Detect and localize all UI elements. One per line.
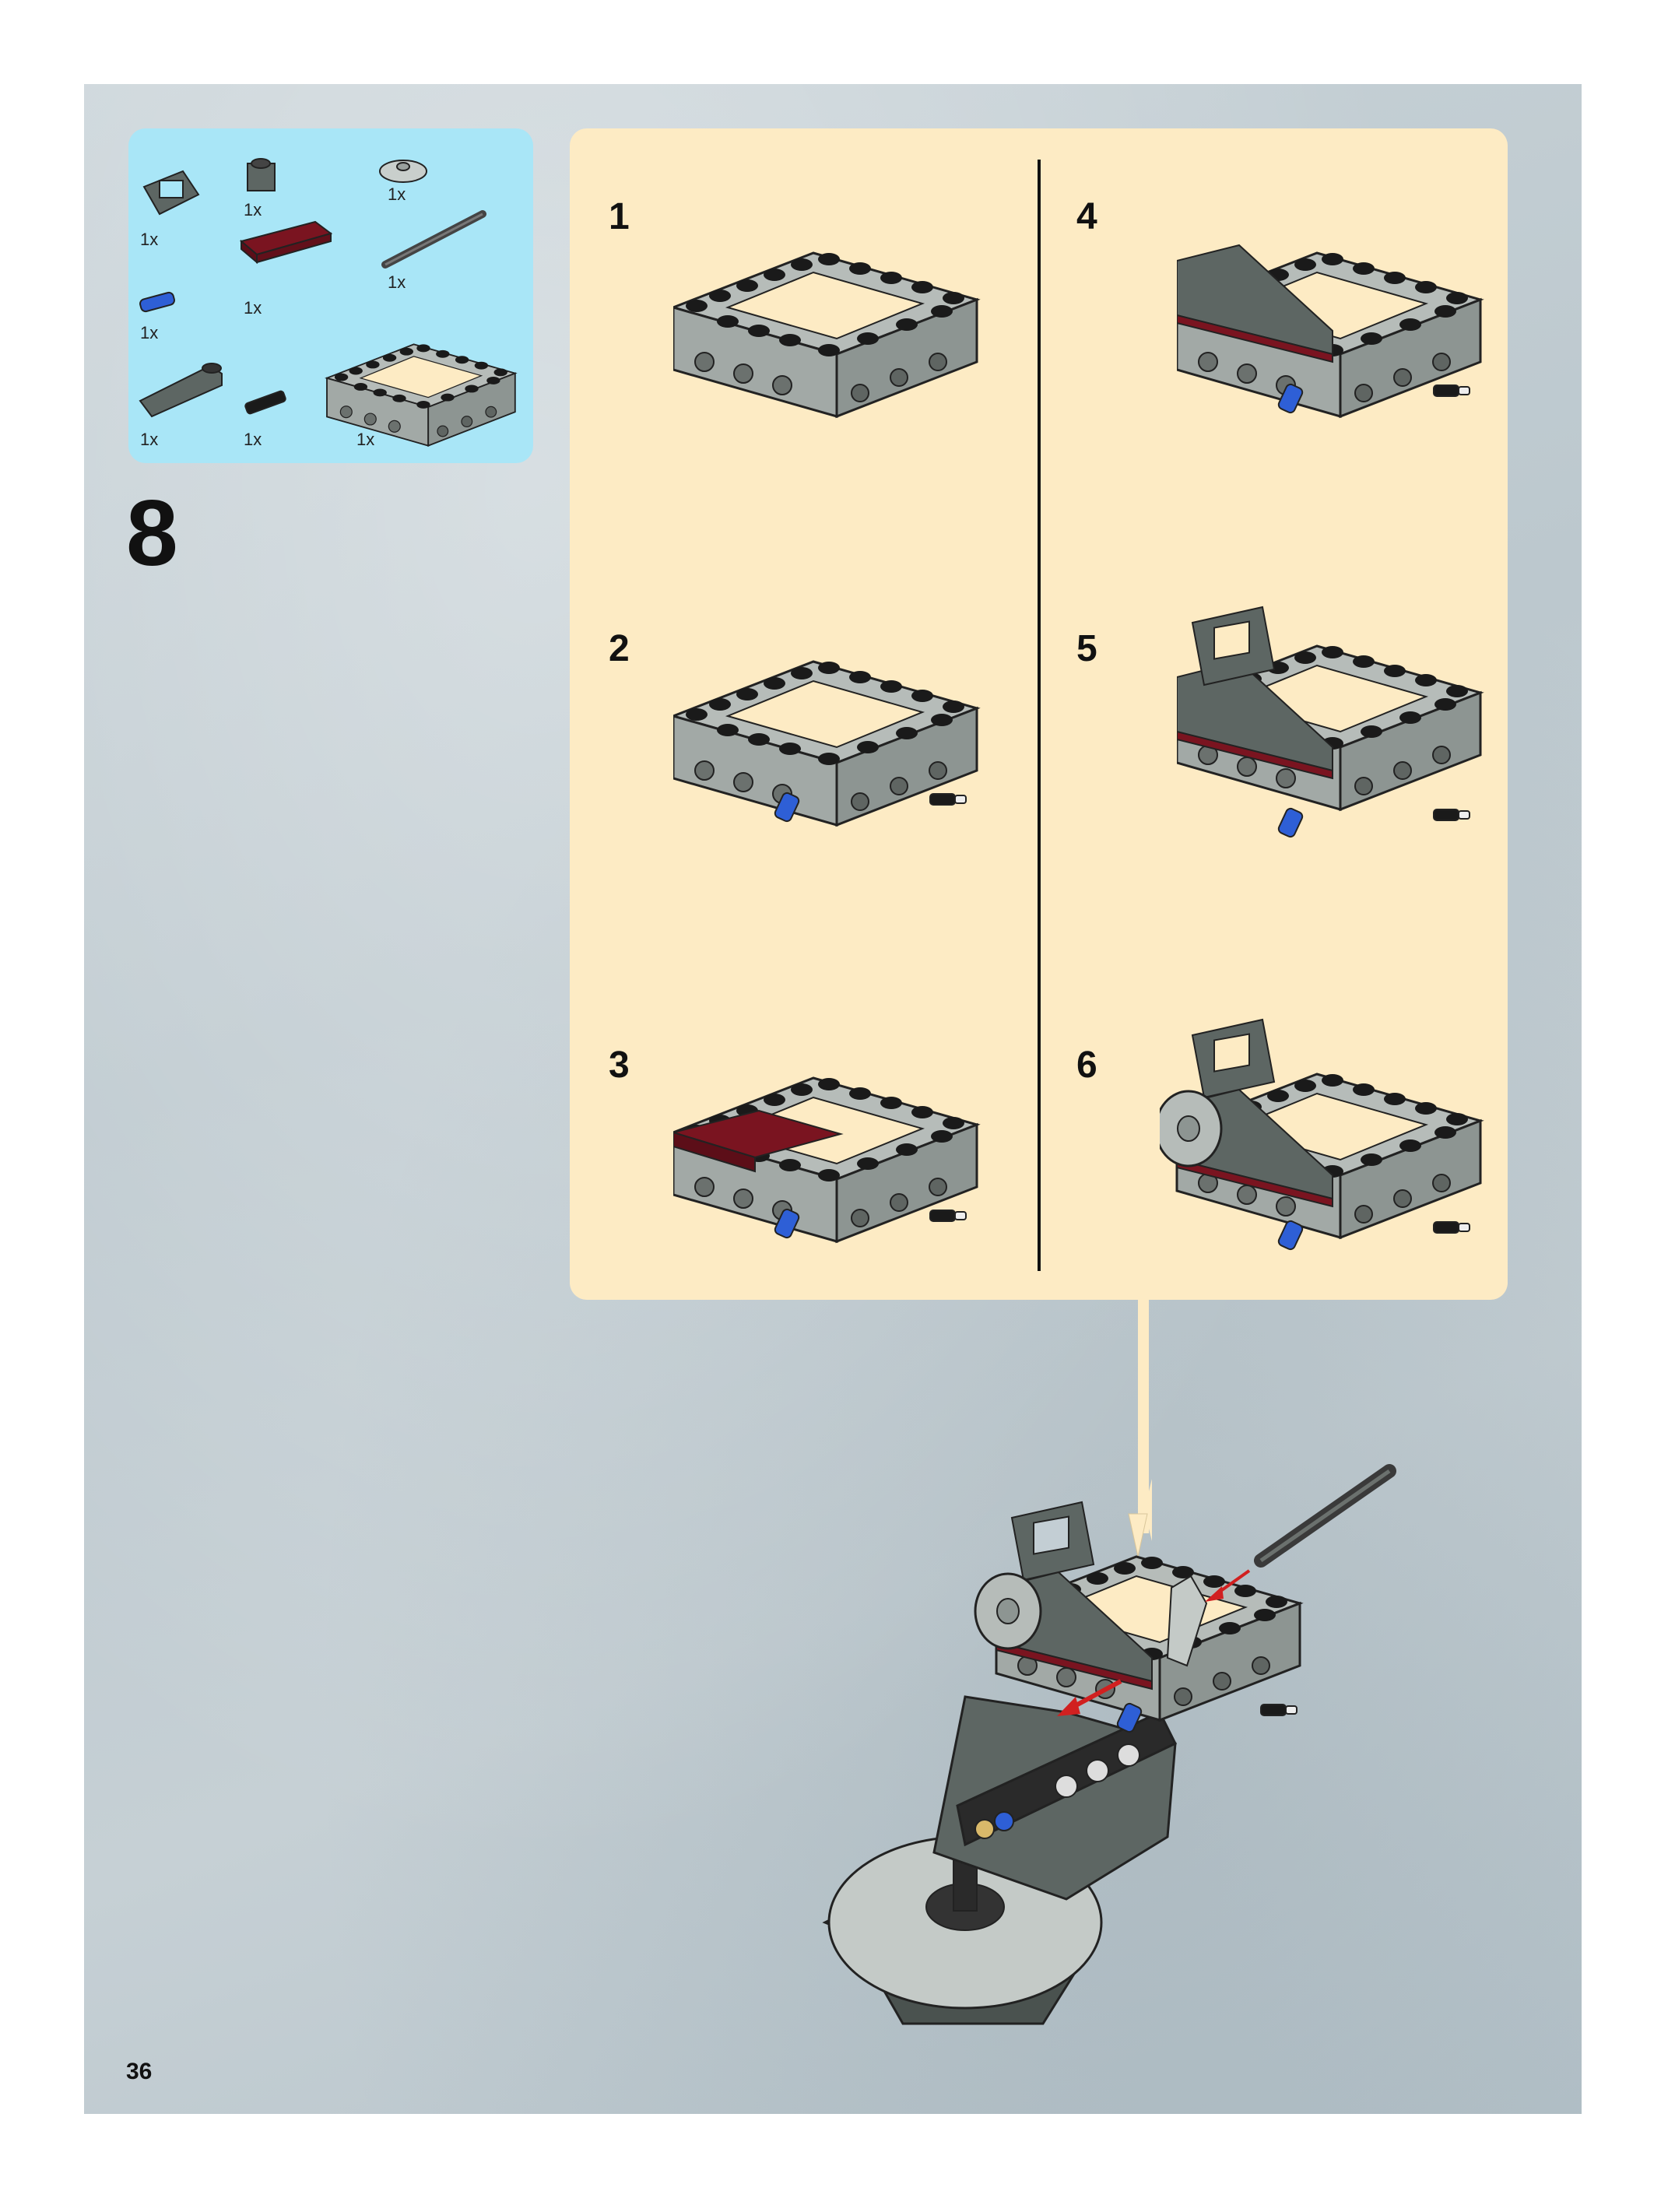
blue-pin (1276, 1218, 1305, 1252)
substep-3-illustration (673, 1076, 978, 1243)
substeps-divider (1038, 160, 1041, 1271)
part-qty-pin-blue: 1x (140, 323, 159, 342)
part-axle-bar (381, 210, 486, 269)
substep-label-2: 2 (609, 628, 630, 669)
part-pin-black (244, 390, 286, 415)
part-dish-round (379, 160, 427, 183)
black-pin (1433, 1221, 1470, 1234)
step-number: 8 (126, 481, 178, 585)
part-qty-dish-round: 1x (388, 184, 406, 204)
main-assembly-illustration (822, 1464, 1396, 2025)
substep-label-1: 1 (609, 196, 630, 237)
substep-4-illustration (1177, 244, 1482, 418)
substep-5-illustration (1177, 606, 1482, 840)
substep-1-illustration (673, 251, 978, 418)
part-plate-1x4-red (239, 220, 333, 265)
part-qty-slope-dark: 1x (140, 430, 159, 449)
assembly-connector (1138, 1300, 1149, 1533)
page-number: 36 (126, 2059, 153, 2084)
parts-illustrations (139, 158, 516, 447)
part-handle-plate (142, 170, 200, 216)
black-pin (929, 1210, 967, 1222)
black-pin (929, 793, 967, 806)
substep-label-4: 4 (1076, 196, 1097, 237)
part-slope-dark (139, 363, 223, 418)
part-qty-pin-black: 1x (244, 430, 262, 449)
substep-label-3: 3 (609, 1045, 630, 1086)
part-brick-1x1-dark (247, 158, 276, 191)
substep-6-illustration (1160, 1018, 1482, 1252)
part-qty-technic-frame: 1x (356, 430, 375, 449)
substep-label-6: 6 (1076, 1045, 1097, 1086)
part-qty-handle-plate: 1x (140, 230, 159, 249)
part-qty-brick-1x1-dark: 1x (244, 200, 262, 219)
substep-2-illustration (673, 660, 978, 827)
parts-list-panel: 1x 1x 1x 1x 1x 1x 1x 1x 1x (128, 128, 533, 463)
black-pin (1260, 1704, 1298, 1716)
black-pin (1433, 384, 1470, 397)
part-qty-plate-1x4-red: 1x (244, 298, 262, 318)
substep-label-5: 5 (1076, 628, 1097, 669)
part-technic-frame (326, 343, 516, 447)
black-pin (1433, 809, 1470, 821)
part-pin-blue (139, 291, 175, 313)
blue-pin (1276, 806, 1305, 840)
part-qty-axle-bar: 1x (388, 272, 406, 292)
